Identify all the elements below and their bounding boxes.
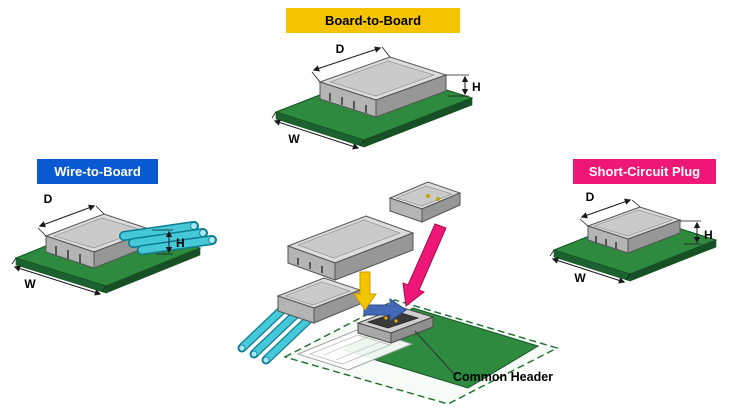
connector	[318, 56, 448, 118]
wire-to-board-label: Wire-to-Board	[37, 159, 158, 184]
dimension-d-label: D	[336, 42, 345, 56]
dimension-w: W	[549, 249, 631, 285]
board-to-board-label: Board-to-Board	[286, 8, 460, 33]
short-circuit-plug-arrow	[402, 223, 447, 307]
dimension-w: W	[271, 111, 365, 150]
wire	[237, 303, 289, 353]
contact-pins	[329, 93, 367, 113]
dimension-h: H	[680, 220, 713, 245]
wire-to-board-illustration: D H W	[11, 192, 217, 296]
dimension-h: H	[446, 74, 481, 97]
short-circuit-plug	[388, 181, 462, 223]
wire	[119, 221, 199, 241]
contact-pins	[297, 258, 323, 273]
short-circuit-plug-illustration: D H W	[549, 190, 718, 285]
header-contact	[384, 316, 388, 320]
dimension-h-label: H	[472, 80, 481, 94]
dimension-h: H	[152, 229, 185, 255]
header-contact	[394, 319, 398, 323]
shorting-contact	[436, 197, 440, 201]
dimension-d-label: D	[44, 192, 53, 206]
dimension-w-label: W	[24, 277, 36, 291]
board-to-board-illustration: D H W	[271, 42, 481, 150]
contact-pins	[595, 236, 617, 250]
common-header	[356, 306, 435, 344]
wire	[249, 309, 301, 359]
dimension-w-label: W	[288, 132, 300, 146]
dimension-d: D	[579, 190, 641, 227]
wire	[137, 235, 217, 255]
board-to-board-plug	[286, 215, 415, 281]
shorting-contact	[426, 194, 430, 198]
common-header-label: Common Header	[453, 370, 554, 384]
dimension-w: W	[11, 257, 107, 296]
wire	[261, 315, 313, 365]
wire-connector	[237, 277, 362, 365]
dimension-d: D	[37, 192, 105, 237]
dimension-d-label: D	[586, 190, 595, 204]
dimension-h-label: H	[704, 228, 713, 242]
dimension-d: D	[311, 42, 391, 83]
contact-pins	[55, 246, 81, 263]
assembly-illustration	[237, 181, 559, 405]
connector	[586, 206, 682, 254]
wire-bundle	[119, 221, 217, 255]
leader-line	[414, 330, 455, 375]
wire-to-board-arrow	[363, 298, 407, 322]
board-to-board-arrow	[353, 271, 377, 311]
short-circuit-plug-label: Short-Circuit Plug	[573, 159, 716, 184]
dimension-h-label: H	[176, 236, 185, 250]
dimension-w-label: W	[574, 271, 586, 285]
